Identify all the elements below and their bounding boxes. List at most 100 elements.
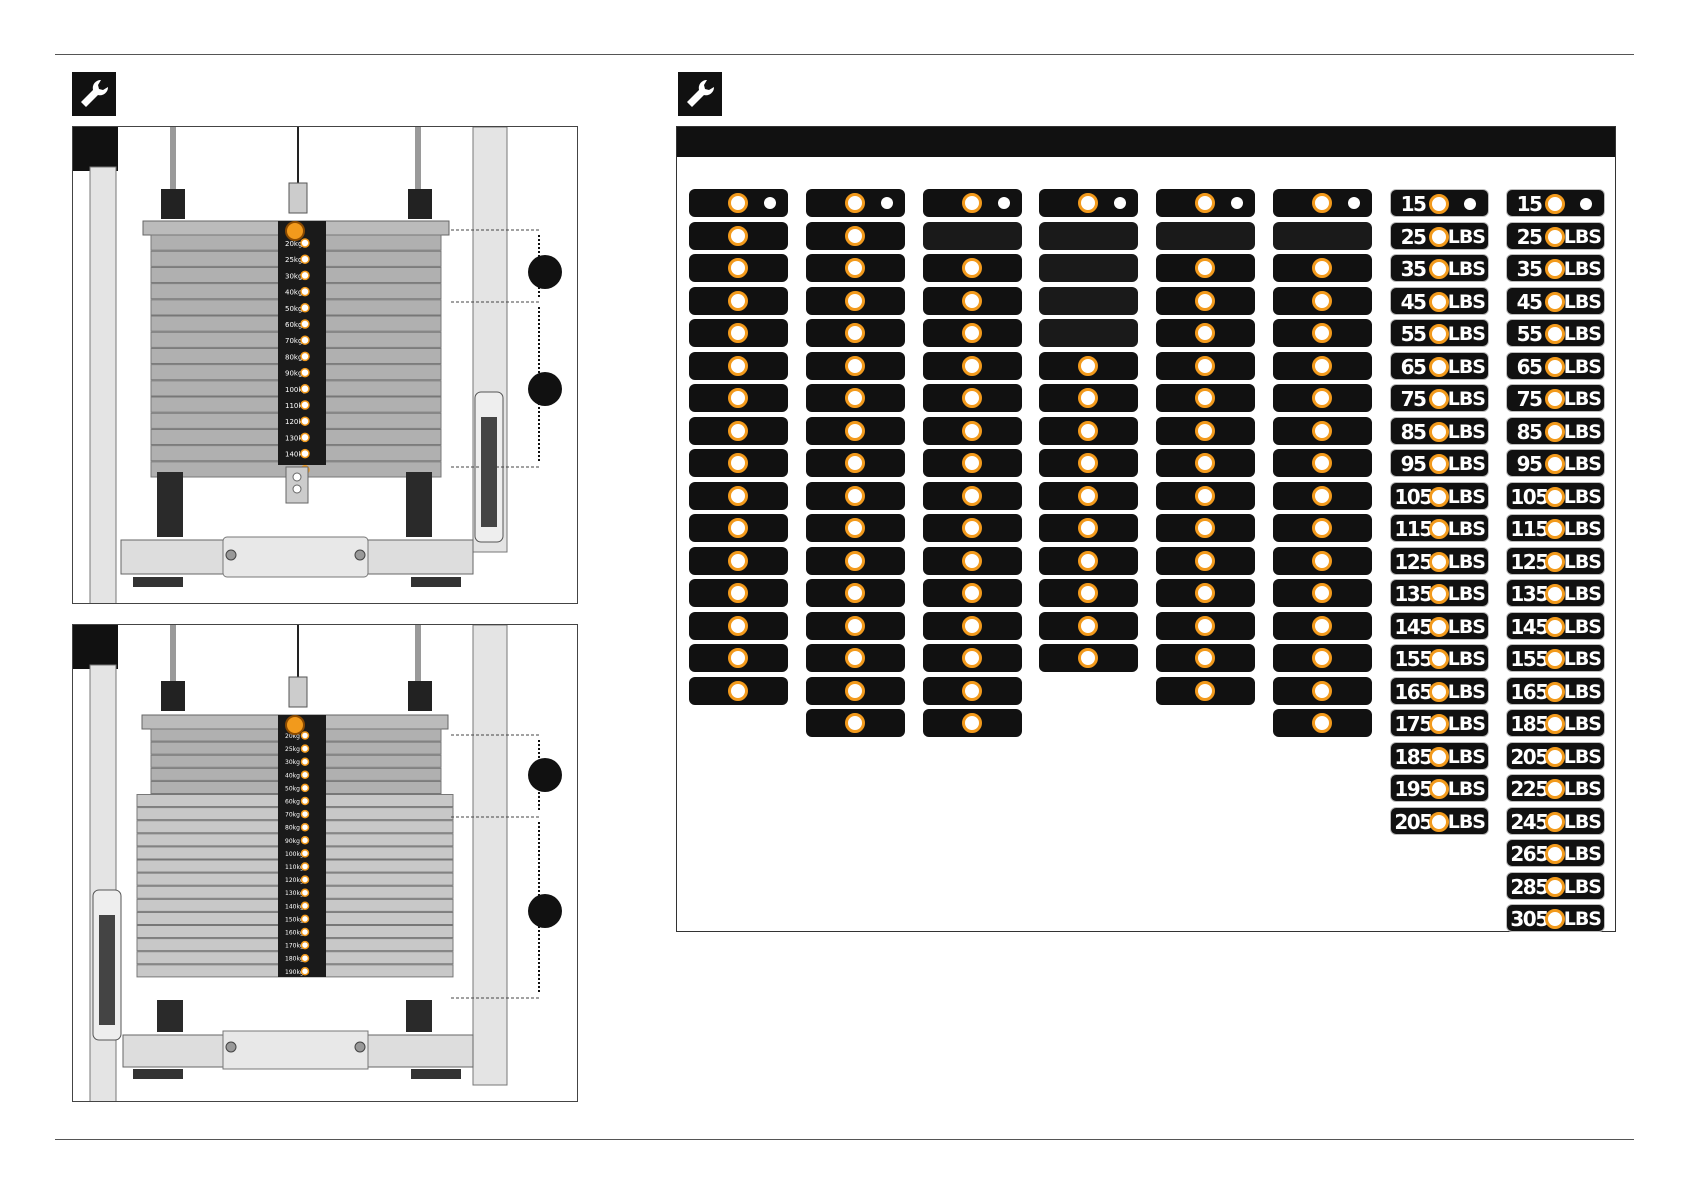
pin-hole-icon[interactable] — [728, 518, 748, 538]
pin-hole[interactable] — [300, 367, 310, 378]
pin-hole-icon[interactable] — [1078, 615, 1098, 636]
pin-hole-icon[interactable] — [1429, 681, 1449, 702]
pin-hole-icon[interactable] — [1195, 355, 1215, 376]
pin-hole-icon[interactable] — [728, 193, 748, 213]
pin-hole[interactable] — [300, 927, 310, 937]
pin-hole-icon[interactable] — [1078, 388, 1098, 408]
pin-hole[interactable] — [300, 254, 310, 264]
pin-hole[interactable] — [300, 901, 310, 911]
pin-hole-icon[interactable] — [1312, 518, 1332, 538]
pin-hole[interactable] — [300, 953, 310, 963]
pin-hole-icon[interactable] — [1545, 714, 1565, 734]
pin-hole-icon[interactable] — [1312, 420, 1332, 441]
pin-hole-icon[interactable] — [1545, 811, 1565, 832]
pin-hole-icon[interactable] — [1195, 388, 1215, 408]
pin-hole-icon[interactable] — [1429, 324, 1449, 344]
pin-hole-icon[interactable] — [1078, 193, 1098, 213]
pin-hole-icon[interactable] — [1545, 389, 1565, 409]
pin-hole-icon[interactable] — [1545, 194, 1565, 214]
pin-hole-icon[interactable] — [845, 453, 865, 473]
pin-hole-icon[interactable] — [1312, 193, 1332, 213]
pin-hole-icon[interactable] — [1078, 550, 1098, 571]
pin-hole-icon[interactable] — [728, 453, 748, 473]
pin-hole-icon[interactable] — [1312, 583, 1332, 603]
pin-hole-icon[interactable] — [962, 290, 982, 311]
pin-hole-icon[interactable] — [1195, 323, 1215, 343]
pin-hole[interactable] — [300, 270, 310, 281]
pin-hole-icon[interactable] — [1312, 258, 1332, 278]
pin-hole[interactable] — [300, 286, 310, 297]
pin-hole-icon[interactable] — [845, 648, 865, 668]
pin-hole-icon[interactable] — [1078, 355, 1098, 376]
pin-hole-icon[interactable] — [1312, 290, 1332, 311]
pin-hole-icon[interactable] — [1545, 454, 1565, 474]
pin-hole-icon[interactable] — [1545, 909, 1565, 929]
pin-hole-icon[interactable] — [962, 550, 982, 571]
pin-hole-icon[interactable] — [1545, 519, 1565, 539]
pin-hole[interactable] — [300, 335, 310, 345]
pin-hole-icon[interactable] — [1545, 616, 1565, 637]
pin-hole-icon[interactable] — [845, 225, 865, 246]
pin-hole[interactable] — [300, 432, 310, 443]
pin-hole-icon[interactable] — [1429, 259, 1449, 279]
pin-hole[interactable] — [300, 416, 310, 426]
pin-hole-icon[interactable] — [1078, 583, 1098, 603]
pin-hole-icon[interactable] — [728, 583, 748, 603]
pin-hole[interactable] — [300, 783, 310, 793]
pin-hole-icon[interactable] — [1429, 746, 1449, 767]
pin-hole-icon[interactable] — [962, 323, 982, 343]
pin-hole-icon[interactable] — [1195, 485, 1215, 506]
pin-hole[interactable] — [300, 822, 310, 832]
pin-hole-icon[interactable] — [1195, 583, 1215, 603]
pin-hole[interactable] — [300, 400, 310, 410]
pin-hole-icon[interactable] — [962, 193, 982, 213]
pin-hole[interactable] — [300, 731, 310, 740]
pin-hole[interactable] — [300, 809, 310, 819]
pin-hole-icon[interactable] — [1312, 453, 1332, 473]
pin-hole-icon[interactable] — [962, 583, 982, 603]
pin-hole-icon[interactable] — [728, 648, 748, 668]
pin-hole-icon[interactable] — [1545, 486, 1565, 507]
pin-hole-icon[interactable] — [1312, 615, 1332, 636]
pin-hole-icon[interactable] — [962, 648, 982, 668]
pin-hole-icon[interactable] — [1078, 453, 1098, 473]
pin-hole-icon[interactable] — [1545, 681, 1565, 702]
pin-hole-icon[interactable] — [962, 258, 982, 278]
pin-hole[interactable] — [300, 757, 310, 766]
pin-hole[interactable] — [300, 238, 310, 248]
pin-hole-icon[interactable] — [1195, 615, 1215, 636]
pin-hole-icon[interactable] — [1545, 356, 1565, 377]
pin-hole-icon[interactable] — [1312, 485, 1332, 506]
pin-hole-icon[interactable] — [845, 615, 865, 636]
pin-hole[interactable] — [300, 384, 310, 394]
pin-hole-icon[interactable] — [728, 550, 748, 571]
pin-hole-icon[interactable] — [1429, 649, 1449, 669]
pin-hole-icon[interactable] — [728, 258, 748, 278]
pin-hole[interactable] — [300, 770, 310, 780]
pin-hole-icon[interactable] — [962, 713, 982, 733]
pin-hole-icon[interactable] — [728, 680, 748, 701]
pin-hole-icon[interactable] — [962, 680, 982, 701]
pin-hole[interactable] — [300, 888, 310, 897]
pin-hole-icon[interactable] — [1429, 486, 1449, 507]
pin-hole-icon[interactable] — [962, 615, 982, 636]
pin-hole-icon[interactable] — [1078, 485, 1098, 506]
pin-hole-icon[interactable] — [1195, 193, 1215, 213]
pin-hole-icon[interactable] — [1545, 259, 1565, 279]
pin-hole-icon[interactable] — [1312, 648, 1332, 668]
pin-hole[interactable] — [300, 849, 310, 858]
pin-hole-icon[interactable] — [845, 355, 865, 376]
pin-hole-icon[interactable] — [845, 680, 865, 701]
pin-hole-icon[interactable] — [1429, 584, 1449, 604]
pin-hole-icon[interactable] — [1429, 519, 1449, 539]
pin-hole-icon[interactable] — [1195, 648, 1215, 668]
pin-hole-icon[interactable] — [1312, 323, 1332, 343]
pin-hole-icon[interactable] — [1545, 876, 1565, 897]
pin-hole-icon[interactable] — [845, 518, 865, 538]
pin-hole-icon[interactable] — [728, 388, 748, 408]
pin-hole-icon[interactable] — [1195, 453, 1215, 473]
pin-hole-icon[interactable] — [962, 485, 982, 506]
pin-hole-icon[interactable] — [845, 388, 865, 408]
pin-hole-icon[interactable] — [962, 388, 982, 408]
pin-hole-icon[interactable] — [1195, 518, 1215, 538]
